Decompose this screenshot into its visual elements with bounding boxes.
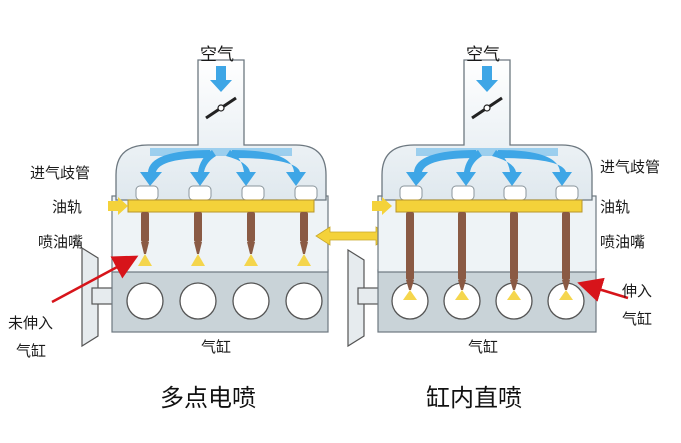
left-fuel-inlet-arrow bbox=[108, 197, 128, 215]
left-rail-label: 油轨 bbox=[52, 198, 82, 216]
left-engine bbox=[51, 59, 329, 348]
left-flywheel-hub bbox=[91, 287, 115, 305]
left-injector-label: 喷油嘴 bbox=[38, 233, 83, 251]
left-cylinder-3 bbox=[232, 282, 270, 320]
left-pointer-arrow bbox=[51, 255, 139, 304]
left-air-label: 空气 bbox=[200, 45, 234, 65]
right-side-label-line2: 气缸 bbox=[622, 310, 652, 328]
right-injectors bbox=[403, 212, 573, 300]
left-cylinder-4 bbox=[285, 282, 323, 320]
left-cylinder-1 bbox=[126, 282, 164, 320]
right-airflow-arrows bbox=[406, 148, 572, 186]
right-intake-runners bbox=[399, 185, 579, 201]
right-side-label-line1: 伸入 bbox=[622, 282, 652, 300]
left-air-inlet-arrow bbox=[210, 66, 232, 92]
right-intake-manifold bbox=[381, 59, 593, 201]
left-manifold-label: 进气歧管 bbox=[30, 164, 90, 182]
left-flywheel bbox=[81, 246, 99, 348]
left-airflow-arrows bbox=[140, 148, 306, 186]
right-flywheel bbox=[347, 248, 365, 348]
left-cylinder-2 bbox=[179, 282, 217, 320]
left-intake-manifold bbox=[115, 59, 327, 201]
right-injector-label: 喷油嘴 bbox=[600, 233, 645, 251]
left-side-label-line2: 气缸 bbox=[16, 342, 46, 360]
left-side-label-line1: 未伸入 bbox=[8, 314, 53, 332]
left-injector-3 bbox=[244, 212, 258, 266]
right-injector-4 bbox=[559, 212, 573, 300]
left-injector-2 bbox=[191, 212, 205, 266]
right-flywheel-hub bbox=[357, 287, 381, 305]
right-air-inlet-arrow bbox=[476, 66, 498, 92]
right-injector-3 bbox=[507, 212, 521, 300]
left-fuel-rail bbox=[127, 199, 315, 213]
right-cylinder-label: 气缸 bbox=[468, 338, 498, 356]
left-injectors bbox=[138, 212, 311, 266]
left-injector-1 bbox=[138, 212, 152, 266]
right-engine bbox=[347, 59, 629, 348]
left-injector-4 bbox=[297, 212, 311, 266]
right-injector-2 bbox=[455, 212, 469, 300]
right-manifold-label: 进气歧管 bbox=[600, 158, 660, 176]
right-fuel-rail bbox=[395, 199, 583, 213]
right-rail-label: 油轨 bbox=[600, 198, 630, 216]
right-throttle-pivot bbox=[483, 104, 491, 112]
left-caption: 多点电喷 bbox=[160, 384, 256, 412]
left-cylinder-label: 气缸 bbox=[201, 338, 231, 356]
right-caption: 缸内直喷 bbox=[426, 384, 522, 412]
left-throttle-pivot bbox=[217, 104, 225, 112]
right-pointer-arrow bbox=[577, 277, 629, 302]
right-fuel-inlet-arrow bbox=[372, 197, 392, 215]
right-injector-1 bbox=[403, 212, 417, 300]
right-air-label: 空气 bbox=[466, 45, 500, 65]
